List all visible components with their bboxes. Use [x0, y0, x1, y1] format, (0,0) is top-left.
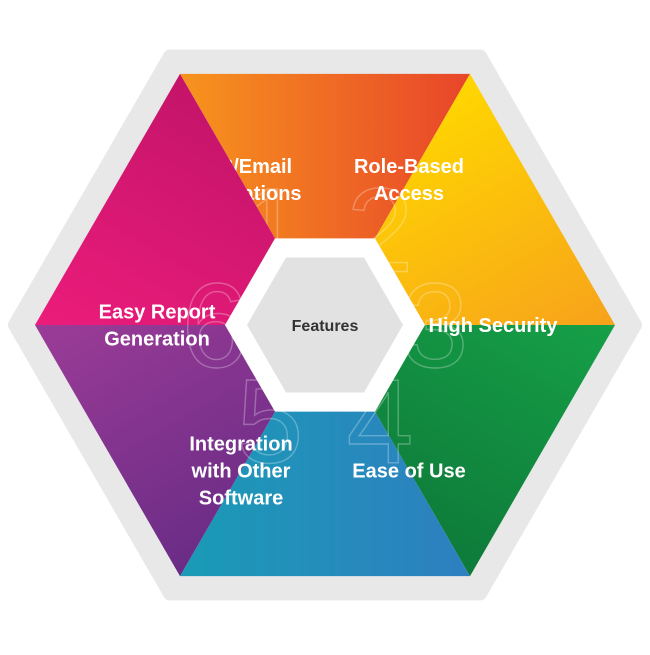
segment-role-shape [325, 73, 615, 326]
segment-ease-label-line: Ease of Use [352, 461, 465, 483]
segment-report-label-line: Generation [104, 329, 210, 351]
segment-ease-shape [180, 325, 470, 577]
segment-security-label-line: High Security [429, 315, 559, 337]
center-hexagon [247, 257, 403, 393]
segment-report-label-line: Easy Report [99, 302, 216, 324]
segment-role-label-line: Access [374, 183, 444, 205]
segment-integration-label-line: Integration [189, 434, 292, 456]
segments-layer: 1SMS/EmailNotifications2Role-BasedAccess… [35, 73, 615, 577]
segment-ease-label: Ease of Use [352, 461, 465, 483]
segment-sms-shape [180, 73, 470, 326]
segment-integration-label-line: with Other [191, 461, 291, 483]
center-label: Features [292, 318, 359, 335]
segment-integration-shape [35, 325, 325, 577]
segment-security-label: High Security [429, 315, 559, 337]
segment-integration-label-line: Software [199, 488, 283, 510]
segment-role-label-line: Role-Based [354, 156, 464, 178]
segment-report-shape [35, 73, 325, 326]
segment-security-shape [325, 325, 615, 577]
